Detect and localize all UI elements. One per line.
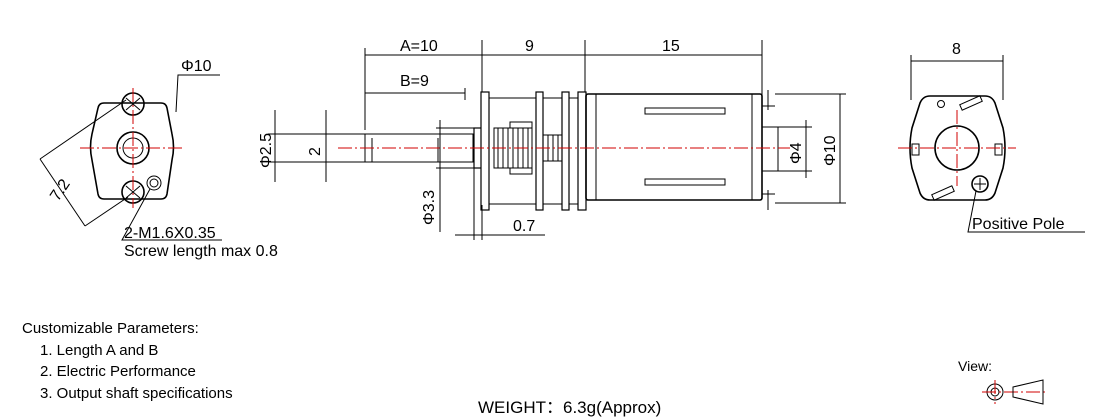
motor-can: [585, 93, 763, 201]
boss-diameter-label: Φ3.3: [421, 190, 438, 225]
front-view-body-outline: [89, 102, 175, 200]
parameter-item: 2. Electric Performance: [40, 363, 196, 380]
gearbox-length-label: 9: [525, 38, 534, 55]
shaft-diameter-label: Φ2.5: [258, 133, 275, 168]
rear-boss: [761, 126, 779, 172]
length-a-label: A=10: [400, 38, 438, 55]
projection-view-label: View:: [958, 358, 992, 374]
positive-pole-label: Positive Pole: [972, 216, 1065, 233]
front-hole-spacing-label: 7.2: [47, 176, 74, 204]
length-b-label: B=9: [400, 73, 429, 90]
front-view: Φ10 7.2 2-M1.6X0.35 Screw length max 0.8: [39, 58, 278, 260]
rear-slot-top: [959, 95, 983, 111]
weight-label: WEIGHT：: [478, 398, 563, 417]
rear-boss-diameter-label: Φ4: [788, 142, 805, 164]
parameter-item: 1. Length A and B: [40, 341, 159, 359]
rear-boss-circle: [934, 125, 980, 171]
screw-length-label: Screw length max 0.8: [124, 243, 278, 260]
positive-terminal-icon: [971, 175, 989, 193]
weight-line: WEIGHT：6.3g(Approx): [478, 393, 661, 418]
rear-small-hole: [937, 100, 945, 108]
screw-thread-label: 2-M1.6X0.35: [124, 225, 216, 242]
rear-slot-bottom: [931, 185, 955, 201]
gearbox-front-plate: [480, 91, 490, 211]
side-view: A=10 9 15 B=9: [258, 38, 846, 240]
parameters-heading: Customizable Parameters:: [22, 320, 199, 337]
front-diameter-label: Φ10: [181, 58, 212, 75]
plate-thickness-label: 0.7: [513, 218, 535, 235]
first-angle-projection-icon: [982, 379, 1048, 405]
parameter-item: 3. Output shaft specifications: [40, 384, 233, 402]
motor-diameter-label: Φ10: [822, 135, 839, 166]
shaft-flat-label: 2: [307, 147, 324, 156]
front-small-hole: [146, 175, 162, 191]
weight-value: 6.3g(Approx): [563, 398, 662, 417]
motor-length-label: 15: [662, 38, 680, 55]
rear-view: 8 Positive Pole: [898, 41, 1085, 233]
rear-view-body-outline: [909, 95, 1006, 201]
rear-width-label: 8: [952, 41, 961, 58]
customizable-parameters: Customizable Parameters: 1. Length A and…: [22, 318, 233, 404]
